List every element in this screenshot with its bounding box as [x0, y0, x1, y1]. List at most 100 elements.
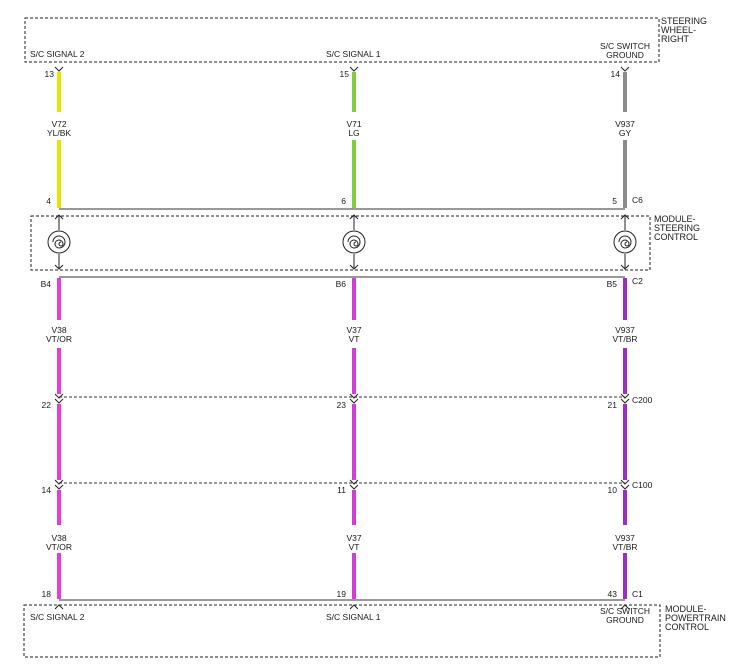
powertrain-name-1: MODULE-: [665, 604, 707, 614]
switch-c200-pin: 21: [608, 400, 618, 410]
switch-c200-chevron-a: [620, 393, 630, 399]
switch-scm-top-pin: 5: [612, 196, 617, 206]
switch-pcm-chevron: [620, 604, 630, 610]
signal1-c200-chevron-a: [349, 393, 359, 399]
switch-lower-wire-color: VT/BR: [612, 334, 637, 344]
signal2-lower-circuit-code: V38: [51, 325, 66, 335]
signal2-lower-wire-color: VT/OR: [46, 334, 72, 344]
switch-scm-bottom-chevron: [620, 264, 630, 270]
switch-c200-chevron-b: [620, 398, 630, 404]
sw-pin-signal1: S/C SIGNAL 1: [326, 49, 381, 59]
signal1-clockspring-outer: [342, 230, 366, 254]
powertrain-name-3: CONTROL: [665, 622, 709, 632]
powertrain-name-2: POWERTRAIN: [665, 613, 726, 623]
connector-c1: C1: [632, 589, 643, 599]
signal1-lower2-circuit-code: V37: [346, 533, 361, 543]
signal2-sw-pin-chevron: [54, 66, 64, 72]
signal1-c200-pin: 23: [337, 400, 347, 410]
signal1-clockspring-icon: [347, 235, 361, 249]
switch-lower2-wire-color: VT/BR: [612, 542, 637, 552]
powertrain-module-box: [23, 604, 661, 658]
signal1-upper-wire-color: LG: [348, 128, 359, 138]
signal2-c100-pin: 14: [42, 485, 52, 495]
signal2-scm-top-pin: 4: [46, 196, 51, 206]
signal2-lower-label-gap-2: [55, 525, 63, 553]
signal1-upper-circuit-code: V71: [346, 119, 361, 129]
signal2-upper-wire-color: YL/BK: [47, 128, 71, 138]
signal1-scm-bottom-pin: B6: [336, 279, 347, 289]
signal2-clockspring-outer: [47, 230, 71, 254]
signal1-scm-top-chevron: [349, 214, 359, 220]
sw-pin-ground: GROUND: [606, 50, 644, 60]
switch-upper-circuit-code: V937: [615, 119, 635, 129]
switch-pcm-pin: 43: [608, 589, 618, 599]
switch-clockspring-icon: [618, 235, 632, 249]
signal1-c100-chevron-b: [349, 484, 359, 490]
switch-lower-label-gap-1: [621, 320, 629, 348]
signal2-c200-chevron-b: [54, 398, 64, 404]
signal2-scm-bottom-pin: B4: [41, 279, 52, 289]
switch-clockspring-outer: [613, 230, 637, 254]
pcm-pin-switch: S/C SWITCH: [600, 606, 650, 616]
signal1-pcm-pin: 19: [337, 589, 347, 599]
signal1-scm-top-pin: 6: [341, 196, 346, 206]
signal1-lower-label-gap-1: [350, 320, 358, 348]
signal1-lower-circuit-code: V37: [346, 325, 361, 335]
signal2-c200-pin: 22: [42, 400, 52, 410]
signal1-c100-pin: 11: [337, 485, 346, 495]
switch-scm-bottom-pin: B5: [607, 279, 618, 289]
signal2-lower2-wire-color: VT/OR: [46, 542, 72, 552]
switch-lower-circuit-code: V937: [615, 325, 635, 335]
signal1-sw-pin-chevron: [349, 66, 359, 72]
signal2-c200-chevron-a: [54, 393, 64, 399]
steering-control-name-2: STEERING: [654, 223, 700, 233]
switch-c100-pin: 10: [608, 485, 618, 495]
switch-scm-top-chevron: [620, 214, 630, 220]
steering-wheel-name-1: STEERING: [661, 16, 707, 26]
connector-c2: C2: [632, 276, 643, 286]
switch-sw-pin-chevron: [620, 66, 630, 72]
signal1-c200-chevron-b: [349, 398, 359, 404]
signal1-sw-pin-number: 15: [340, 69, 350, 79]
pcm-pin-signal2: S/C SIGNAL 2: [30, 612, 85, 622]
switch-lower-label-gap-2: [621, 525, 629, 553]
pcm-pin-ground: GROUND: [606, 615, 644, 625]
pcm-pin-signal1: S/C SIGNAL 1: [326, 612, 381, 622]
signal2-sw-pin-number: 13: [45, 69, 55, 79]
signal2-upper-circuit-code: V72: [51, 119, 66, 129]
connector-c100: C100: [632, 480, 653, 490]
signal2-upper-label-gap: [55, 112, 63, 140]
signal1-c100-chevron-a: [349, 479, 359, 485]
steering-control-module-box: [30, 215, 651, 271]
steering-control-name-3: CONTROL: [654, 232, 698, 242]
steering-wheel-module-box: [24, 17, 660, 63]
signal1-upper-label-gap: [350, 112, 358, 140]
steering-wheel-name-2: WHEEL-: [661, 25, 696, 35]
switch-upper-wire-color: GY: [619, 128, 632, 138]
signal2-pcm-pin: 18: [42, 589, 52, 599]
signal2-pcm-chevron: [54, 604, 64, 610]
signal2-scm-bottom-chevron: [54, 264, 64, 270]
switch-c100-chevron-a: [620, 479, 630, 485]
signal2-scm-top-chevron: [54, 214, 64, 220]
signal1-pcm-chevron: [349, 604, 359, 610]
switch-lower2-circuit-code: V937: [615, 533, 635, 543]
signal1-lower2-wire-color: VT: [349, 542, 360, 552]
switch-sw-pin-number: 14: [611, 69, 621, 79]
switch-upper-label-gap: [621, 112, 629, 140]
steering-wheel-name-3: RIGHT: [661, 34, 690, 44]
signal1-lower-wire-color: VT: [349, 334, 360, 344]
switch-c100-chevron-b: [620, 484, 630, 490]
sw-pin-switch: S/C SWITCH: [600, 41, 650, 51]
connector-c6: C6: [632, 195, 643, 205]
signal2-clockspring-icon: [52, 235, 66, 249]
connector-c200: C200: [632, 395, 653, 405]
signal1-scm-bottom-chevron: [349, 264, 359, 270]
signal2-lower-label-gap-1: [55, 320, 63, 348]
signal2-c100-chevron-a: [54, 479, 64, 485]
signal1-lower-label-gap-2: [350, 525, 358, 553]
signal2-c100-chevron-b: [54, 484, 64, 490]
